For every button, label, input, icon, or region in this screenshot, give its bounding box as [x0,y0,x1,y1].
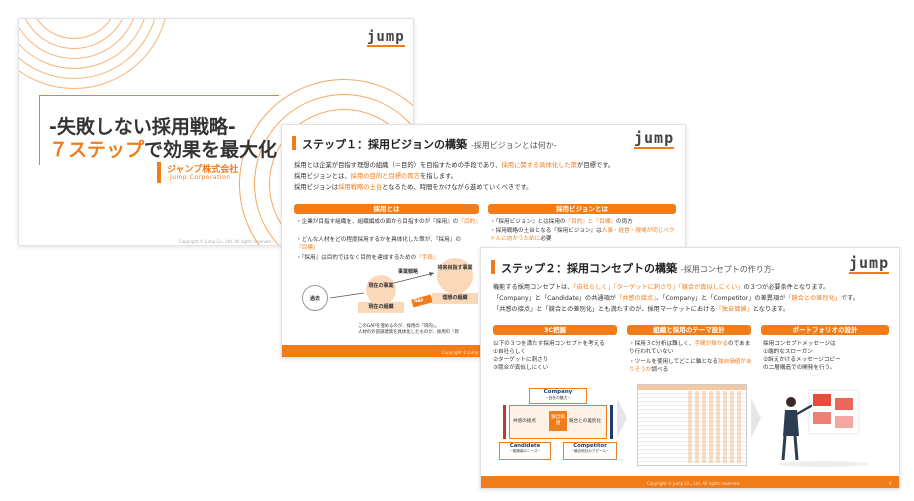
future-business-circle: 将来目指す事業 [437,258,473,294]
left-bullet-1: ・企業が目指す組織を、組織編成の面から目指すのが『採用』の『目的』 [296,219,481,225]
title-accent-bar [491,260,495,274]
ideal-org-box: 理想の組織 [432,293,478,304]
left-bullet-3: ・『採用』は目的ではなく目的を達成するための『手段』 [296,255,439,261]
competitor-box: Competitor ~競合他社のアピール~ [563,442,617,460]
cover-title-line1: -失敗しない採用戦略- [49,116,236,138]
slide-title: ステップ１：採用ビジョンの構築 -採用ビジョンとは何か- [302,138,557,151]
slide-title: ステップ２：採用コンセプトの構築 -採用コンセプトの作り方- [501,262,775,275]
slide-footer [481,476,899,488]
three-c-diagram: Company ~自社の魅力~ 共感の接点 競合との差別化 独自価値 Candi… [499,388,617,476]
left-bullet-2: ・どんな人材をどの程度採用するかを具体化した策が、『採用』の『目標』 [296,237,461,252]
col3-header: ポートフォリオの設計 [761,325,889,335]
title-accent-bar [292,136,296,150]
intro-line-1: 採用とは企業が目指す理想の組織（＝目的）を目指すための手段であり、採用に関する具… [294,162,615,169]
intro-line-1: 機能する採用コンセプトは、「自社らしく」「ターゲットに刺さり」「競合が真似しにく… [493,284,830,291]
copyright: Copyright © Jump Co., Ltd. All rights re… [179,239,273,244]
col1-item-3: ③競合が真似しにくい [493,365,549,371]
title-frame-line [39,95,279,96]
strategy-arrow-label: 事業戦略 [398,269,419,275]
candidate-box: Candidate ~候補者のニーズ~ [499,442,551,460]
col1-header: 3C把握 [493,325,617,335]
diagram-note-1: このGAPを埋めるのが、採用の『目的』。 [358,324,440,329]
chevron-right-icon [751,398,761,438]
cover-title-line2: ７ステップで効果を最大化 [49,139,278,161]
current-business-circle: 現在の事業 [366,275,396,305]
title-frame-vline [39,95,40,165]
col3-item-1: ①端的なスローガン [763,349,813,355]
col2-header: 組織と採用のテーマ設計 [627,325,751,335]
copyright: Copyright © Jump Co., Ltd. All rights re… [647,481,741,486]
company-name: ジャンプ株式会社 [167,165,239,175]
intro-line-2: 「Company」と「Candidate」の共通項が「共感の接点」、「Compa… [493,295,859,302]
copyright: Copyright © Jump Co. [442,350,486,355]
intro-line-3: 採用ビジョンは採用戦略の土台となるため、時間をかけながら進めていくべきです。 [294,184,533,191]
brand-logo: jump [367,29,405,47]
brand-logo: jump [849,254,890,274]
col2-bullet-2: ・ツールを使用してどこに軸となる独自価値がありそうか調べる [629,359,752,374]
analysis-sheet-thumbnail [637,384,747,466]
intro-line-2: 採用ビジョンとは、採用の目的と目標の両方を指します。 [294,173,458,180]
col1-text: 以下の３つを満たす採用コンセプトを考える [493,341,605,347]
col2-bullet-1: ・採用３C分析は難しく、手間が掛かるのであまり行われていない [629,341,751,356]
company-accent-bar [157,162,161,183]
past-circle: 過去 [302,285,328,311]
col1-item-1: ①自社らしく [493,349,526,355]
brand-logo: jump [634,129,675,149]
diff-label: 競合との差別化 [569,419,602,424]
col3-item-2: ②訴えかけるメッセージコピー [763,357,841,363]
right-section-header: 採用ビジョンとは [488,204,676,214]
empathy-label: 共感の接点 [513,419,536,424]
chevron-right-icon [617,398,627,438]
current-org-box: 現在の組織 [358,302,404,313]
gap-label: GAP [414,298,424,303]
diagram-arrows [329,272,435,308]
col1-item-2: ②ターゲットに刺さり [493,357,549,363]
left-arrow-bar [503,405,506,439]
right-bullet-2: ・採用戦略の土台となる『採用ビジョン』は人事・経営・現場が同じベクトルに向かうた… [490,228,675,243]
company-name-en: -Jump Corporation [167,174,231,181]
col3-text: 採用コンセプトメッセージは [763,341,836,347]
person-presenting-illustration [778,389,868,467]
diagram-note-2: 人材の外部調達策を具体化したものが、採用の『目 [358,330,459,335]
left-section-header: 採用とは [294,204,479,214]
slide-step2: ステップ２：採用コンセプトの構築 -採用コンセプトの作り方- jump 機能する… [480,247,900,489]
col3-tail: の二層構造での開発を行う。 [763,365,836,371]
right-arrow-bar [610,405,613,439]
page-number: 6 [889,481,892,486]
intro-line-3: 「共感の接点」と「競合との差別化」とも満たすのが、採用マーケットにおける「独自価… [493,306,790,313]
right-bullet-1: ・『採用ビジョン』とは採用の『目的』と『目標』の両方 [490,219,633,225]
company-box: Company ~自社の魅力~ [529,388,587,404]
unique-value-badge: 独自価値 [549,411,567,431]
